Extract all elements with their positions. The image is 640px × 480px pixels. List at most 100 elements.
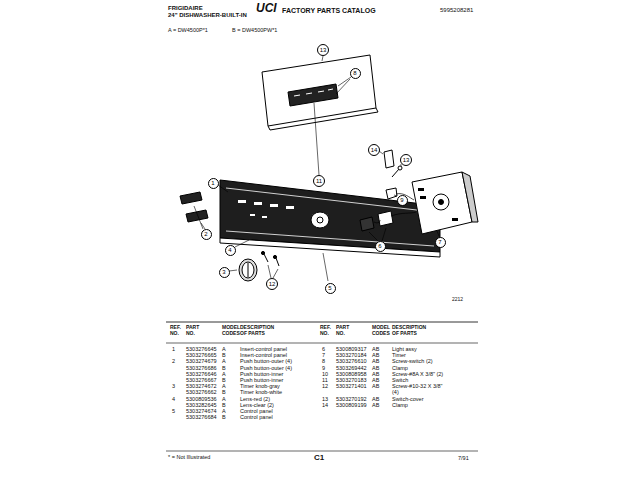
ref-number: 13 [322, 396, 328, 402]
ref-number: 14 [322, 402, 328, 408]
model-code: AB [372, 402, 379, 408]
ref-number: 10 [322, 371, 328, 377]
model-code: AB [372, 352, 379, 358]
column-header: MODEL CODES [372, 325, 394, 336]
callout-circle: 13 [317, 44, 329, 56]
part-description: Control panel [240, 408, 273, 414]
part-number: 5303276645 [186, 346, 217, 352]
column-header: REF. NO. [320, 325, 336, 336]
part-description: Clamp [392, 402, 408, 408]
callout-number: 2 [204, 231, 207, 237]
ref-number: 1 [172, 346, 175, 352]
part-number: 5303276662 [186, 389, 217, 395]
part-description: Lens-red (2) [240, 396, 270, 402]
callout-number: 9 [400, 197, 403, 203]
part-number: 5300809199 [336, 402, 367, 408]
part-number: 5303274679 [186, 358, 217, 364]
part-number: 5303276667 [186, 377, 217, 383]
callout-circle: 2 [201, 229, 212, 240]
callout-number: 12 [269, 281, 276, 287]
ref-number: 3 [172, 383, 175, 389]
part-description: Timer knob-white [240, 389, 282, 395]
callout-circle: 12 [266, 278, 278, 290]
part-number: 5303270183 [336, 377, 367, 383]
part-number: 5303271401 [336, 383, 367, 389]
callout-circle: 6 [375, 241, 386, 252]
callout-number: 13 [320, 47, 327, 53]
brand-name: FRIGIDAIRE [168, 5, 203, 12]
catalog-number: 5995208281 [440, 7, 473, 14]
part-description: Screw-#10-32 X 3/8" (4) [392, 383, 448, 395]
callout-circle: 13 [400, 154, 412, 166]
model-code: B [222, 402, 226, 408]
part-number: 5300809536 [186, 396, 217, 402]
part-description: Push button-inner [240, 371, 283, 377]
part-description: Push button-outer (4) [240, 358, 292, 364]
part-description: Timer [392, 352, 406, 358]
footnote: * = Not Illustrated [168, 454, 210, 460]
ref-number: 11 [322, 377, 328, 383]
callout-circle: 4 [225, 245, 236, 256]
column-header: REF. NO. [170, 325, 186, 336]
part-number: 5303276684 [186, 414, 217, 420]
model-code: AB [372, 371, 379, 377]
model-code: A [222, 371, 226, 377]
callout-number: 3 [222, 269, 225, 275]
callout-circle: 9 [397, 195, 408, 206]
model-code: A [222, 346, 226, 352]
callout-number: 4 [228, 247, 231, 253]
callout-number: 6 [378, 243, 381, 249]
callout-number: 8 [353, 70, 356, 76]
callout-circle: 11 [313, 175, 325, 187]
part-number: 5303276686 [186, 365, 217, 371]
model-code: A [222, 383, 226, 389]
callout-number: 13 [403, 157, 410, 163]
part-number: 5303276610 [336, 358, 367, 364]
callout-circle: 3 [219, 267, 230, 278]
part-description: Switch-cover [392, 396, 423, 402]
model-code: B [222, 377, 226, 383]
illustration [166, 55, 478, 451]
callout-circle: 1 [208, 178, 219, 189]
part-number: 5303269442 [336, 365, 367, 371]
callout-number: 5 [328, 285, 331, 291]
part-description: Lens-clear (2) [240, 402, 274, 408]
logo-text: UCI [256, 2, 277, 15]
callout-number: 11 [316, 178, 322, 184]
ref-number: 9 [322, 365, 325, 371]
model-code: AB [372, 377, 379, 383]
part-number: 5300809317 [336, 346, 367, 352]
ref-number: 12 [322, 383, 328, 389]
part-description: Push button-outer (4) [240, 365, 292, 371]
ref-number: 4 [172, 396, 175, 402]
model-code: B [222, 365, 226, 371]
model-code: B [222, 389, 226, 395]
column-header: PART NO. [336, 325, 354, 336]
callout-circle: 7 [435, 237, 446, 248]
column-header: DESCRIPTION OF PARTS [392, 325, 434, 336]
model-code: B [222, 352, 226, 358]
part-description: Light assy [392, 346, 417, 352]
part-description: Push button-inner [240, 377, 283, 383]
product-name: 24" DISHWASHER-BUILT-IN [168, 12, 247, 19]
ref-number: 6 [322, 346, 325, 352]
part-number: 5300808958 [336, 371, 367, 377]
model-key: B = DW4500PW*1 [232, 27, 277, 33]
ref-number: 5 [172, 408, 175, 414]
model-code: AB [372, 346, 379, 352]
part-description: Screw-switch (2) [392, 358, 433, 364]
model-code: AB [372, 358, 379, 364]
model-code: B [222, 414, 226, 420]
callout-number: 14 [371, 147, 378, 153]
model-code: A [222, 396, 226, 402]
ref-number: 2 [172, 358, 175, 364]
part-description: Switch [392, 377, 408, 383]
part-description: Screw-#8A X 3/8" (2) [392, 371, 443, 377]
page-code: C1 [314, 454, 324, 463]
catalog-title: FACTORY PARTS CATALOG [282, 7, 376, 15]
part-description: Clamp [392, 365, 408, 371]
part-number: 5303276665 [186, 352, 217, 358]
callout-circle: 8 [350, 68, 361, 79]
date-code: 7/91 [458, 455, 469, 461]
